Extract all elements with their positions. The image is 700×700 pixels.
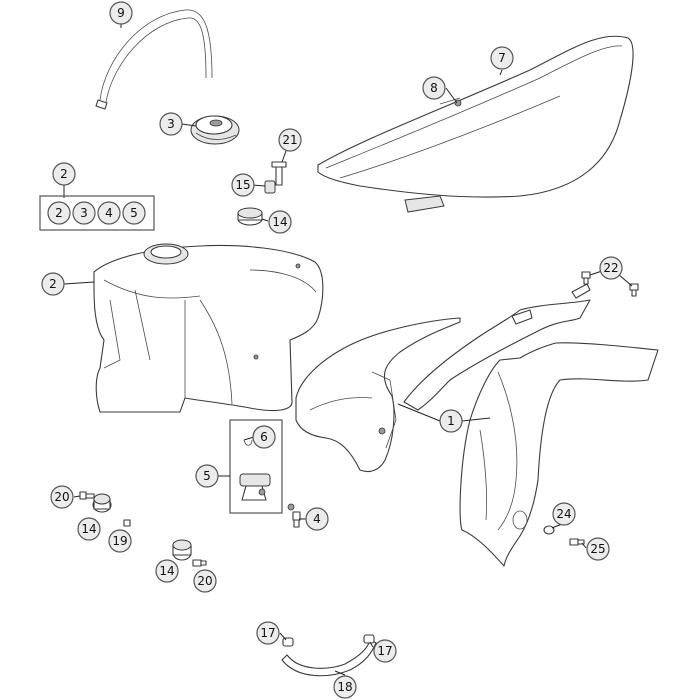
kit-item-2-label: 2	[55, 206, 63, 220]
part-sleeve-15	[264, 180, 276, 194]
callout-6-label: 6	[260, 430, 268, 444]
part-screws-22	[581, 271, 639, 297]
callout-14-lower-label: 14	[159, 564, 174, 578]
kit-item-3-label: 3	[80, 206, 88, 220]
kit-item-4-label: 4	[105, 206, 113, 220]
callout-6: 6	[252, 425, 276, 449]
callout-17-right: 17	[373, 639, 397, 663]
callout-2-kit-header-label: 2	[60, 167, 68, 181]
part-fuel-filter-assembly	[229, 419, 283, 514]
callout-20-lower: 20	[193, 569, 217, 593]
part-spacer-14-left	[92, 493, 112, 513]
kit-item-4: 4	[97, 201, 121, 225]
part-screw-25	[569, 538, 585, 546]
callout-17-right-label: 17	[377, 644, 392, 658]
callout-25-label: 25	[590, 542, 605, 556]
callout-14-left: 14	[77, 517, 101, 541]
callout-19: 19	[108, 529, 132, 553]
callout-22-label: 22	[603, 261, 618, 275]
callout-7-label: 7	[498, 51, 506, 65]
callout-18-label: 18	[337, 680, 352, 694]
kit-box	[39, 195, 155, 231]
callout-4: 4	[305, 507, 329, 531]
callout-5-label: 5	[203, 469, 211, 483]
callout-17-left: 17	[256, 621, 280, 645]
callout-15: 15	[231, 173, 255, 197]
part-fuel-tank	[93, 243, 324, 413]
callout-4-label: 4	[313, 512, 321, 526]
callout-1: 1	[439, 409, 463, 433]
callout-21: 21	[278, 128, 302, 152]
part-screw-20-left	[79, 491, 95, 500]
callout-3: 3	[159, 112, 183, 136]
callout-8: 8	[422, 76, 446, 100]
callout-24-label: 24	[556, 507, 571, 521]
callout-14-top: 14	[268, 210, 292, 234]
callout-2-tank-label: 2	[49, 277, 57, 291]
leader-lines	[63, 24, 633, 676]
callout-17-left-label: 17	[260, 626, 275, 640]
part-fuel-hose	[281, 634, 377, 677]
callout-9: 9	[109, 1, 133, 25]
part-washer-24	[543, 525, 555, 535]
callout-15-label: 15	[235, 178, 250, 192]
part-nut-19	[123, 519, 131, 527]
callout-8-label: 8	[430, 81, 438, 95]
part-radiator-shroud-right	[403, 283, 659, 567]
callout-3-label: 3	[167, 117, 175, 131]
callout-18: 18	[333, 675, 357, 699]
callout-19-label: 19	[112, 534, 127, 548]
part-breather-hose	[95, 9, 213, 110]
callout-5: 5	[195, 464, 219, 488]
kit-item-3: 3	[72, 201, 96, 225]
callout-20-lower-label: 20	[197, 574, 212, 588]
part-spacer-14-top	[237, 207, 263, 226]
callout-14-left-label: 14	[81, 522, 96, 536]
part-screws-4	[287, 503, 301, 528]
callout-14-top-label: 14	[272, 215, 287, 229]
kit-item-2: 2	[47, 201, 71, 225]
callout-7: 7	[490, 46, 514, 70]
callout-22: 22	[599, 256, 623, 280]
part-screw-20-lower	[192, 559, 207, 567]
callout-9-label: 9	[117, 6, 125, 20]
callout-2-kit-header: 2	[52, 162, 76, 186]
callout-14-lower: 14	[155, 559, 179, 583]
part-bolt-21	[271, 161, 287, 186]
part-seat	[317, 35, 634, 213]
part-radiator-shroud-left	[295, 317, 461, 473]
callout-1-label: 1	[447, 414, 455, 428]
kit-item-5-label: 5	[130, 206, 138, 220]
callout-20-left: 20	[50, 485, 74, 509]
callout-24: 24	[552, 502, 576, 526]
callout-2-tank: 2	[41, 272, 65, 296]
part-spacer-14-lower	[172, 539, 192, 561]
callout-25: 25	[586, 537, 610, 561]
part-fuel-cap	[190, 115, 240, 145]
callout-21-label: 21	[282, 133, 297, 147]
kit-item-5: 5	[122, 201, 146, 225]
callout-20-left-label: 20	[54, 490, 69, 504]
